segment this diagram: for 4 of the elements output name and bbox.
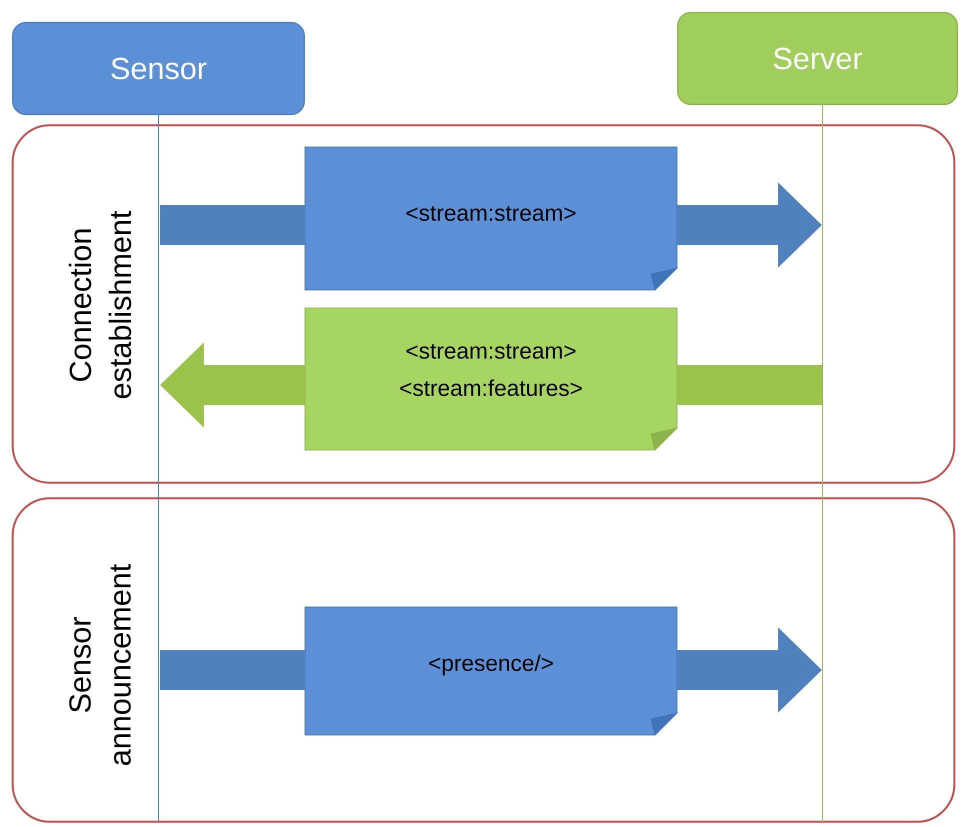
lifeline: [158, 115, 160, 822]
lifeline: [822, 105, 824, 822]
actor-box: Sensor: [12, 22, 305, 116]
actor-box: Server: [677, 12, 958, 106]
